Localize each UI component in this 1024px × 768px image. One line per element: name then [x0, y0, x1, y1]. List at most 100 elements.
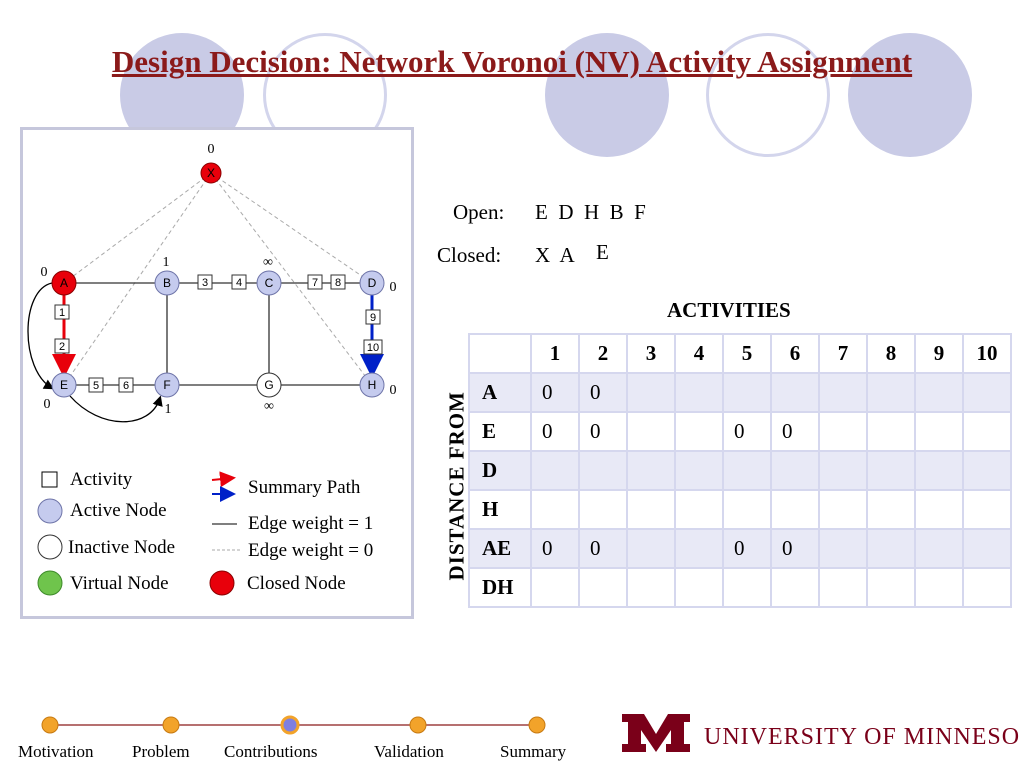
- table-cell: [818, 528, 868, 569]
- row-header-h: H: [468, 489, 532, 530]
- activity-label-7: 7: [312, 277, 318, 289]
- node-h: [359, 372, 385, 398]
- node-label-f: F: [163, 378, 170, 392]
- curved-arrow-e-f: [69, 395, 163, 423]
- activity-label-8: 8: [335, 277, 341, 289]
- table-cell: [674, 411, 724, 452]
- table-cell: [722, 567, 772, 608]
- table-cell: [530, 450, 580, 491]
- legend-edge-weight-0: Edge weight = 0: [248, 540, 374, 561]
- nav-dot-contributions[interactable]: [280, 715, 300, 735]
- node-d: [359, 270, 385, 296]
- node-label-g: G: [264, 378, 273, 392]
- edge-x-e: [63, 172, 212, 386]
- node-c: [256, 270, 282, 296]
- node-distance-e: 0: [44, 397, 51, 412]
- legend-inactive-node: Inactive Node: [68, 537, 176, 558]
- decorative-circle: [848, 33, 972, 157]
- zero-weight-edges: [63, 172, 373, 386]
- activity-box-5: [88, 377, 104, 393]
- legend-active-node: Active Node: [70, 500, 167, 521]
- edge-x-a: [63, 172, 212, 284]
- table-cell: [674, 450, 724, 491]
- table-cell: [818, 567, 868, 608]
- table-cell: [578, 489, 628, 530]
- node-distance-b: 1: [163, 255, 170, 270]
- table-cell: [530, 567, 580, 608]
- edge-x-d: [210, 172, 373, 284]
- activity-legend-icon: [41, 471, 58, 488]
- table-cell: [914, 450, 964, 491]
- nav-item-problem[interactable]: Problem: [132, 742, 190, 761]
- table-cell: 0: [722, 528, 772, 569]
- row-header-d: D: [468, 450, 532, 491]
- table-cell: [818, 372, 868, 413]
- table-cell: [866, 450, 916, 491]
- table-cell: 0: [530, 528, 580, 569]
- legend-summary-path: Summary Path: [248, 477, 361, 498]
- nav-dot-motivation[interactable]: [41, 716, 59, 734]
- node-e: [51, 372, 77, 398]
- table-cell: [962, 567, 1012, 608]
- node-distance-f: 1: [165, 402, 172, 417]
- page-title: Design Decision: Network Voronoi (NV) Ac…: [111, 44, 913, 79]
- nav-dot-summary[interactable]: [528, 716, 546, 734]
- table-cell: [626, 528, 676, 569]
- table-cell: [626, 489, 676, 530]
- table-cell: 0: [578, 372, 628, 413]
- curved-arrow-a-e: [27, 282, 55, 390]
- node-a: [51, 270, 77, 296]
- node-label-c: C: [265, 276, 274, 290]
- node-distance-c: ∞: [263, 255, 273, 270]
- table-cell: [770, 567, 820, 608]
- nav-item-summary[interactable]: Summary: [500, 742, 567, 761]
- activity-label-9: 9: [370, 312, 376, 324]
- activity-box-4: [231, 274, 247, 290]
- table-cell: [962, 411, 1012, 452]
- table-cell: [674, 528, 724, 569]
- activity-box-1: [54, 304, 70, 320]
- closed-list: X A: [535, 243, 575, 267]
- nav-dot-validation[interactable]: [409, 716, 427, 734]
- nav-item-validation[interactable]: Validation: [374, 742, 444, 761]
- node-label-x: X: [207, 166, 215, 180]
- node-distance-x: 0: [208, 142, 215, 157]
- table-cell: [866, 372, 916, 413]
- table-cell: [962, 528, 1012, 569]
- table-cell: 0: [530, 372, 580, 413]
- activity-label-5: 5: [93, 380, 99, 392]
- column-header-3: 3: [626, 333, 676, 374]
- nav-item-motivation[interactable]: Motivation: [18, 742, 94, 761]
- node-label-e: E: [60, 378, 68, 392]
- table-cell: [530, 489, 580, 530]
- row-header-a: A: [468, 372, 532, 413]
- open-label: Open:: [453, 200, 505, 224]
- node-label-a: A: [60, 276, 68, 290]
- node-f: [154, 372, 180, 398]
- nav-item-contributions[interactable]: Contributions: [224, 742, 318, 761]
- table-cell: [866, 489, 916, 530]
- node-g: [256, 372, 282, 398]
- university-logo: UNIVERSITY OF MINNESOTA: [622, 714, 1020, 752]
- table-cell: [914, 372, 964, 413]
- nav-dot-problem[interactable]: [162, 716, 180, 734]
- progress-nav: [41, 715, 546, 735]
- activity-box-6: [118, 377, 134, 393]
- activity-label-3: 3: [202, 277, 208, 289]
- table-cell: [962, 450, 1012, 491]
- edge-x-h: [210, 172, 373, 386]
- table-cell: [626, 567, 676, 608]
- network-graph-panel: [20, 127, 414, 619]
- open-list: E D H B F: [535, 200, 646, 224]
- row-header-ae: AE: [468, 528, 532, 569]
- legend-closed-node: Closed Node: [247, 573, 346, 594]
- table-row: D: [468, 450, 1012, 491]
- table-cell: [626, 450, 676, 491]
- unit-weight-edges: [64, 282, 372, 386]
- row-header-dh: DH: [468, 567, 532, 608]
- table-cell: [914, 411, 964, 452]
- table-cell: [770, 450, 820, 491]
